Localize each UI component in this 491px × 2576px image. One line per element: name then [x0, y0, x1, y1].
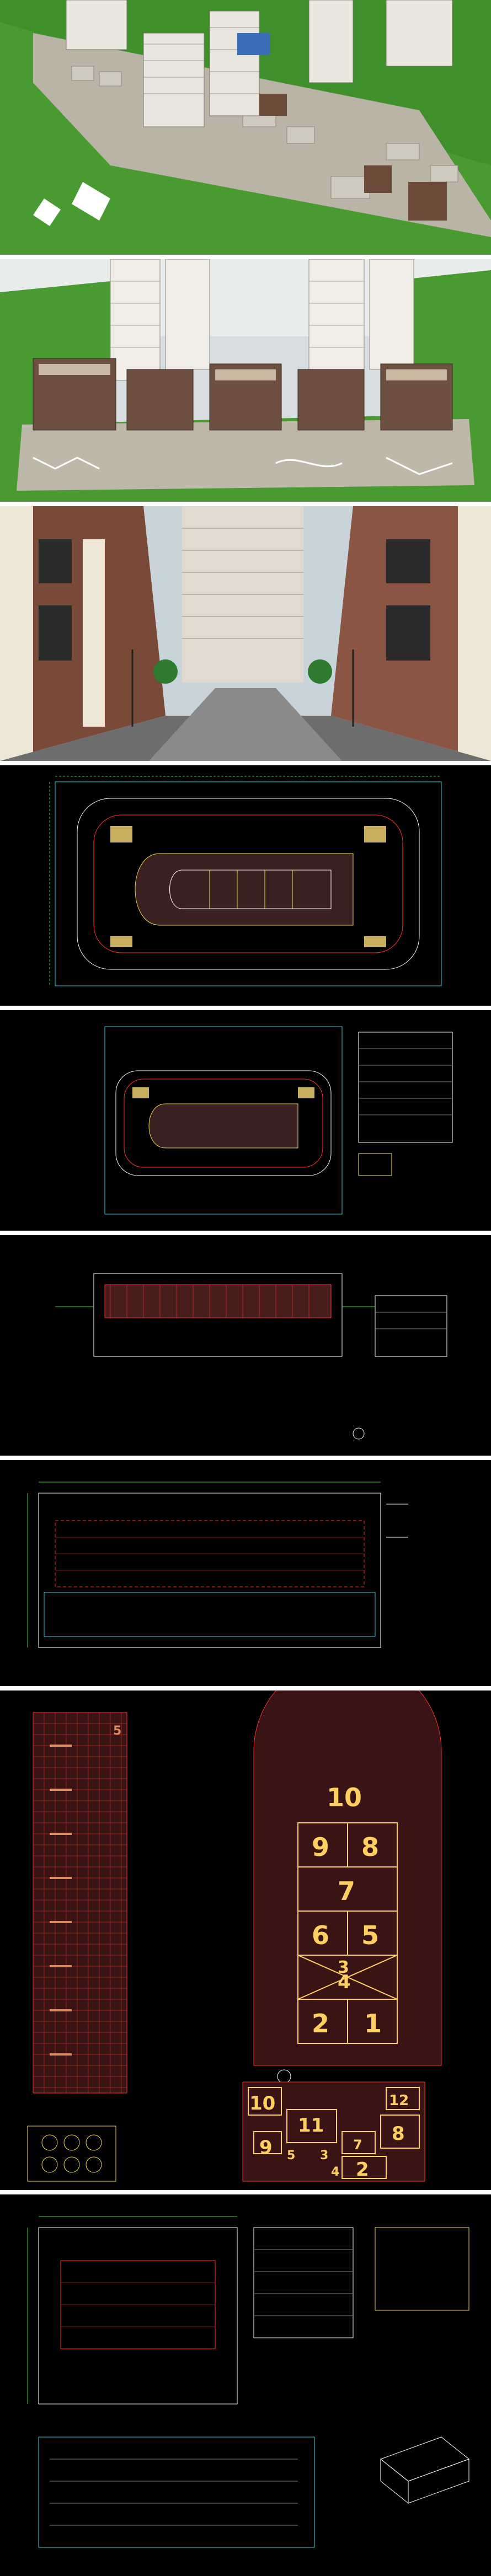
- cad-site-plan-2-drawing: [0, 1010, 491, 1231]
- hopscotch-d-3: 3: [320, 2149, 328, 2162]
- hopscotch-b-5: 5: [361, 1920, 379, 1950]
- cad-site-plan-2: [0, 1010, 491, 1231]
- cad-playground-details: 5 10 9 8 7 6 5 4 3 2 1: [0, 1690, 491, 2190]
- cad-site-plan-1-drawing: [0, 765, 491, 1006]
- cad-section-drawing: [0, 2194, 491, 2576]
- hopscotch-d-10: 10: [249, 2092, 275, 2115]
- aerial-rendering-2: [0, 259, 491, 502]
- hopscotch-b-3: 3: [338, 1958, 349, 1977]
- cad-paving-detail-drawing: [0, 1460, 491, 1686]
- hopscotch-b-6: 6: [312, 1920, 329, 1950]
- hopscotch-d-4: 4: [331, 2165, 339, 2179]
- track-lane-marks: [50, 1745, 72, 2056]
- hopscotch-d-2: 2: [356, 2159, 369, 2181]
- hopscotch-b-9: 9: [312, 1832, 329, 1862]
- hopscotch-b-8: 8: [361, 1832, 379, 1862]
- cad-pavement-plan: [0, 1235, 491, 1456]
- hopscotch-b-7: 7: [338, 1876, 355, 1906]
- cad-playground-drawing: 5 10 9 8 7 6 5 4 3 2 1: [0, 1690, 491, 2190]
- cad-pavement-plan-drawing: [0, 1235, 491, 1456]
- hopscotch-d-7: 7: [353, 2137, 362, 2153]
- hopscotch-d-11: 11: [298, 2115, 324, 2137]
- cad-site-plan-1: [0, 765, 491, 1006]
- aerial-rendering-1: [0, 0, 491, 255]
- hopscotch-d-8: 8: [392, 2123, 405, 2145]
- hopscotch-d-9: 9: [259, 2137, 273, 2159]
- cad-paving-detail: [0, 1460, 491, 1686]
- hopscotch-b-2: 2: [312, 2009, 329, 2038]
- aerial-rendering-2-image: [0, 259, 491, 502]
- hopscotch-b-4: 4: [338, 1971, 351, 1993]
- hopscotch-b-10: 10: [327, 1783, 362, 1812]
- street-rendering: [0, 506, 491, 761]
- track-number: 5: [113, 1724, 121, 1738]
- hopscotch-b-1: 1: [364, 2009, 382, 2038]
- aerial-rendering-1-image: [0, 0, 491, 255]
- hopscotch-d-5: 5: [287, 2149, 295, 2162]
- cad-section-details: [0, 2194, 491, 2576]
- hopscotch-d-12: 12: [389, 2092, 409, 2109]
- street-rendering-image: [0, 506, 491, 761]
